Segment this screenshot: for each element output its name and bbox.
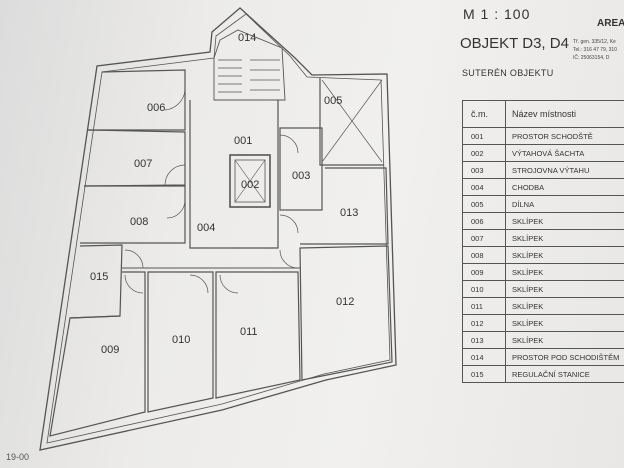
legend-header-row: č.m. Název místnosti xyxy=(462,100,624,128)
object-title: OBJEKT D3, D4 xyxy=(460,35,569,52)
legend-room-no: 004 xyxy=(462,178,506,196)
room-label-015: 015 xyxy=(90,271,108,283)
legend-room-name: SKLÍPEK xyxy=(505,297,624,315)
legend-room-name: SKLÍPEK xyxy=(505,331,624,349)
legend-room-name: SKLÍPEK xyxy=(505,280,624,298)
legend-room-name: PROSTOR SCHODŠTĚ xyxy=(505,127,624,145)
legend-room-name: SKLÍPEK xyxy=(505,263,624,281)
room-label-014: 014 xyxy=(238,32,256,44)
legend-room-name: CHODBA xyxy=(505,178,624,196)
room-label-013: 013 xyxy=(340,207,358,219)
legend-room-no: 003 xyxy=(462,161,506,179)
legend-room-name: SKLÍPEK xyxy=(505,229,624,247)
firm-address-line: Tř. gen. 335/12, Ke xyxy=(573,39,616,45)
room-label-001: 001 xyxy=(234,135,252,147)
legend-room-name: PROSTOR POD SCHODIŠTĚM xyxy=(505,348,624,366)
room-label-012: 012 xyxy=(336,296,354,308)
outer-wall xyxy=(39,7,397,451)
legend-room-name: SKLÍPEK xyxy=(505,212,624,230)
room-label-011: 011 xyxy=(240,326,258,338)
legend-room-no: 013 xyxy=(462,331,506,349)
legend-room-name: SKLÍPEK xyxy=(505,314,624,332)
legend-room-no: 008 xyxy=(462,246,506,264)
room-label-002: 002 xyxy=(241,179,259,191)
firm-logo: AREA xyxy=(597,18,624,29)
legend-room-name: STROJOVNA VÝTAHU xyxy=(505,161,624,179)
legend-room-no: 010 xyxy=(462,280,506,298)
legend-room-name: VÝTAHOVÁ ŠACHTA xyxy=(505,144,624,162)
legend-room-no: 002 xyxy=(462,144,506,162)
legend-room-no: 007 xyxy=(462,229,506,247)
room-label-006: 006 xyxy=(147,102,165,114)
legend-room-name: DÍLNA xyxy=(505,195,624,213)
room-005-diagonal-b xyxy=(321,79,383,163)
legend-room-no: 006 xyxy=(462,212,506,230)
drawing-number-fragment: 19-00 xyxy=(6,452,30,462)
legend-room-name: SKLÍPEK xyxy=(505,246,624,264)
room-label-004: 004 xyxy=(197,222,215,234)
legend-room-no: 005 xyxy=(462,195,506,213)
object-subtitle: SUTERÉN OBJEKTU xyxy=(462,68,554,78)
room-label-003: 003 xyxy=(292,170,310,182)
legend-col-name: Název místnosti xyxy=(505,100,624,128)
firm-address: Tř. gen. 335/12, Ke Tel.: 316 47 79, 310… xyxy=(573,38,617,62)
room-label-005: 005 xyxy=(324,95,342,107)
room-label-008: 008 xyxy=(130,216,148,228)
legend-col-no: č.m. xyxy=(462,100,506,128)
legend-room-name: REGULAČNÍ STANICE xyxy=(505,365,624,383)
legend-room-no: 012 xyxy=(462,314,506,332)
legend-room-no: 009 xyxy=(462,263,506,281)
scale-label: M 1 : 100 xyxy=(463,6,531,22)
legend-room-no: 011 xyxy=(462,297,506,315)
firm-address-line: Tel.: 316 47 79, 310 xyxy=(573,47,617,53)
room-label-007: 007 xyxy=(134,158,152,170)
room-label-010: 010 xyxy=(172,334,190,346)
legend-room-no: 015 xyxy=(462,365,506,383)
legend-room-no: 014 xyxy=(462,348,506,366)
legend-room-no: 001 xyxy=(462,127,506,145)
firm-address-line: IČ: 25063154, D xyxy=(573,55,610,61)
room-label-009: 009 xyxy=(101,344,119,356)
